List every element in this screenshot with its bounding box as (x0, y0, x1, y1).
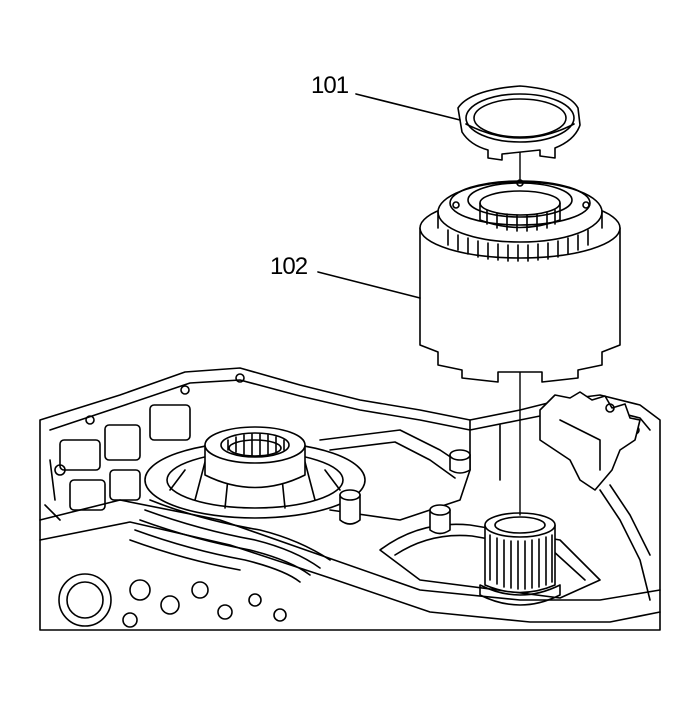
callout-label-102: 102 (270, 253, 308, 280)
part-101-thrust-washer (457, 85, 581, 161)
center-support-hub (144, 426, 366, 519)
parking-lever (539, 391, 651, 601)
part-102-clutch-housing (419, 179, 621, 383)
callout-label-101: 101 (311, 72, 349, 99)
input-shaft-hub (479, 512, 561, 606)
dowel-posts (339, 449, 471, 535)
leader-lines (317, 93, 461, 299)
